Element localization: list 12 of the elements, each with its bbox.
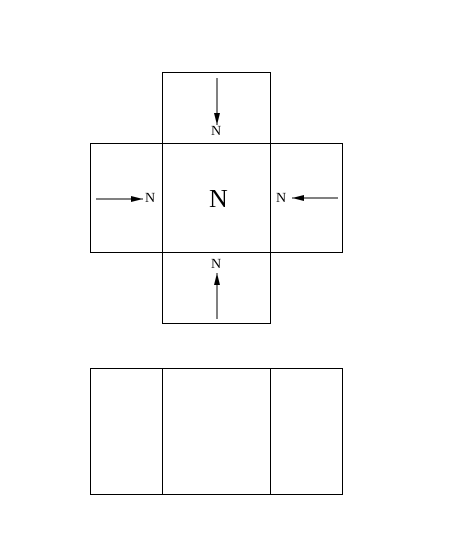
panel xyxy=(270,143,343,253)
force-label: N xyxy=(211,258,222,272)
empty-box xyxy=(162,368,271,495)
force-label: N xyxy=(276,192,286,206)
force-label: N xyxy=(211,125,222,139)
panel xyxy=(90,143,163,253)
panel xyxy=(162,72,271,144)
empty-box xyxy=(270,368,343,495)
panel xyxy=(162,252,271,324)
empty-box xyxy=(90,368,163,495)
force-label: N xyxy=(145,192,156,206)
force-label: N xyxy=(209,186,228,212)
